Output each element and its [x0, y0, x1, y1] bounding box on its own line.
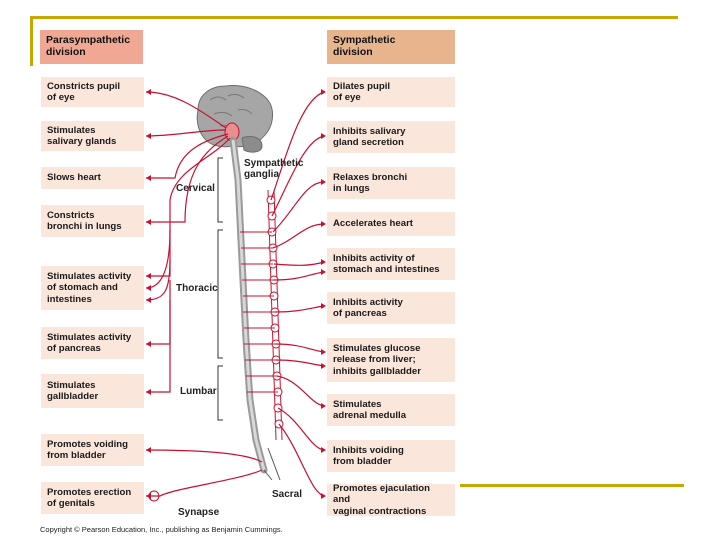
symp-effect-stomach: Inhibits activity of stomach and intesti…	[327, 248, 455, 280]
para-effect-stomach: Stimulates activity of stomach and intes…	[41, 266, 144, 310]
region-thoracic-label: Thoracic	[176, 283, 218, 294]
symp-effect-ejaculation: Promotes ejaculation and vaginal contrac…	[327, 483, 455, 517]
spinal-to-chain-connectors	[240, 231, 278, 393]
para-effect-bronchi: Constricts bronchi in lungs	[41, 205, 144, 237]
copyright-notice: Copyright © Pearson Education, Inc., pub…	[40, 525, 283, 534]
symp-effect-liver: Stimulates glucose release from liver; i…	[327, 338, 455, 382]
para-effect-genitals: Promotes erection of genitals	[41, 482, 144, 514]
symp-effect-bladder: Inhibits voiding from bladder	[327, 440, 455, 472]
para-effect-heart: Slows heart	[41, 167, 144, 189]
synapse-label: Synapse	[178, 507, 220, 518]
para-effect-bladder: Promotes voiding from bladder	[41, 434, 144, 466]
brain-illustration	[196, 85, 273, 153]
symp-effect-heart: Accelerates heart	[327, 212, 455, 236]
symp-effect-bronchi: Relaxes bronchi in lungs	[327, 167, 455, 199]
para-effect-pancreas: Stimulates activity of pancreas	[41, 327, 144, 359]
symp-effect-pupil: Dilates pupil of eye	[327, 77, 455, 107]
sympathetic-arrowheads	[321, 89, 326, 499]
frame-left-line	[30, 16, 33, 66]
brain-cerebrum	[196, 85, 273, 148]
region-sacral-label: Sacral	[272, 489, 303, 500]
frame-bottom-line	[460, 484, 684, 487]
parasympathetic-header: Parasympathetic division	[40, 30, 143, 64]
para-effect-salivary: Stimulates salivary glands	[41, 121, 144, 151]
region-lumbar-label: Lumbar	[180, 386, 217, 397]
region-cervical-label: Cervical	[176, 183, 215, 194]
frame-top-line	[30, 16, 678, 19]
sympathetic-header: Sympathetic division	[327, 30, 455, 64]
sympathetic-nerves	[270, 91, 325, 497]
brain-cerebellum	[241, 135, 263, 153]
symp-effect-pancreas: Inhibits activity of pancreas	[327, 292, 455, 324]
sympathetic-ganglia-label: Sympathetic ganglia	[244, 158, 304, 180]
symp-effect-adrenal: Stimulates adrenal medulla	[327, 394, 455, 426]
synapse-marker	[148, 490, 160, 502]
parasympathetic-arrowheads	[146, 89, 151, 499]
sacral-tail	[263, 447, 281, 481]
para-effect-gallbladder: Stimulates gallbladder	[41, 374, 144, 408]
symp-effect-salivary: Inhibits salivary gland secretion	[327, 121, 455, 153]
region-brackets	[217, 157, 223, 421]
para-effect-pupil: Constricts pupil of eye	[41, 77, 144, 107]
brain-gyri	[209, 93, 253, 131]
parasympathetic-nerves	[145, 91, 263, 497]
spinal-cord-inner	[231, 139, 266, 471]
